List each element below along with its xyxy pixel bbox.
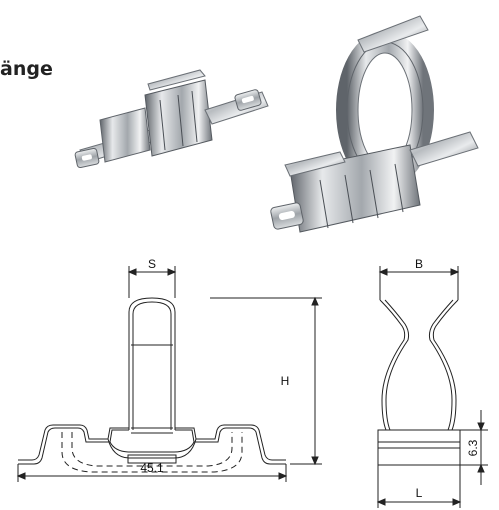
dimension-s-label: S [148,257,156,271]
dimension-b-label: B [415,257,423,271]
dimension-b [378,266,460,300]
dimension-l [376,465,462,508]
product-photo [74,15,479,233]
dimension-h-label: H [281,374,290,388]
dimension-height [460,410,488,485]
dimension-height-label: 6.3 [466,439,480,456]
page-heading: änge [0,58,53,80]
dimension-width [16,464,288,482]
small-clip-photo [74,69,269,169]
dimension-l-label: L [416,486,423,500]
dimension-width-label: 45.1 [140,461,164,475]
large-clip-photo [270,15,479,233]
front-view-drawing [377,299,461,466]
dimension-s [127,266,177,298]
dimension-h [210,296,322,466]
side-view-drawing [18,297,286,473]
